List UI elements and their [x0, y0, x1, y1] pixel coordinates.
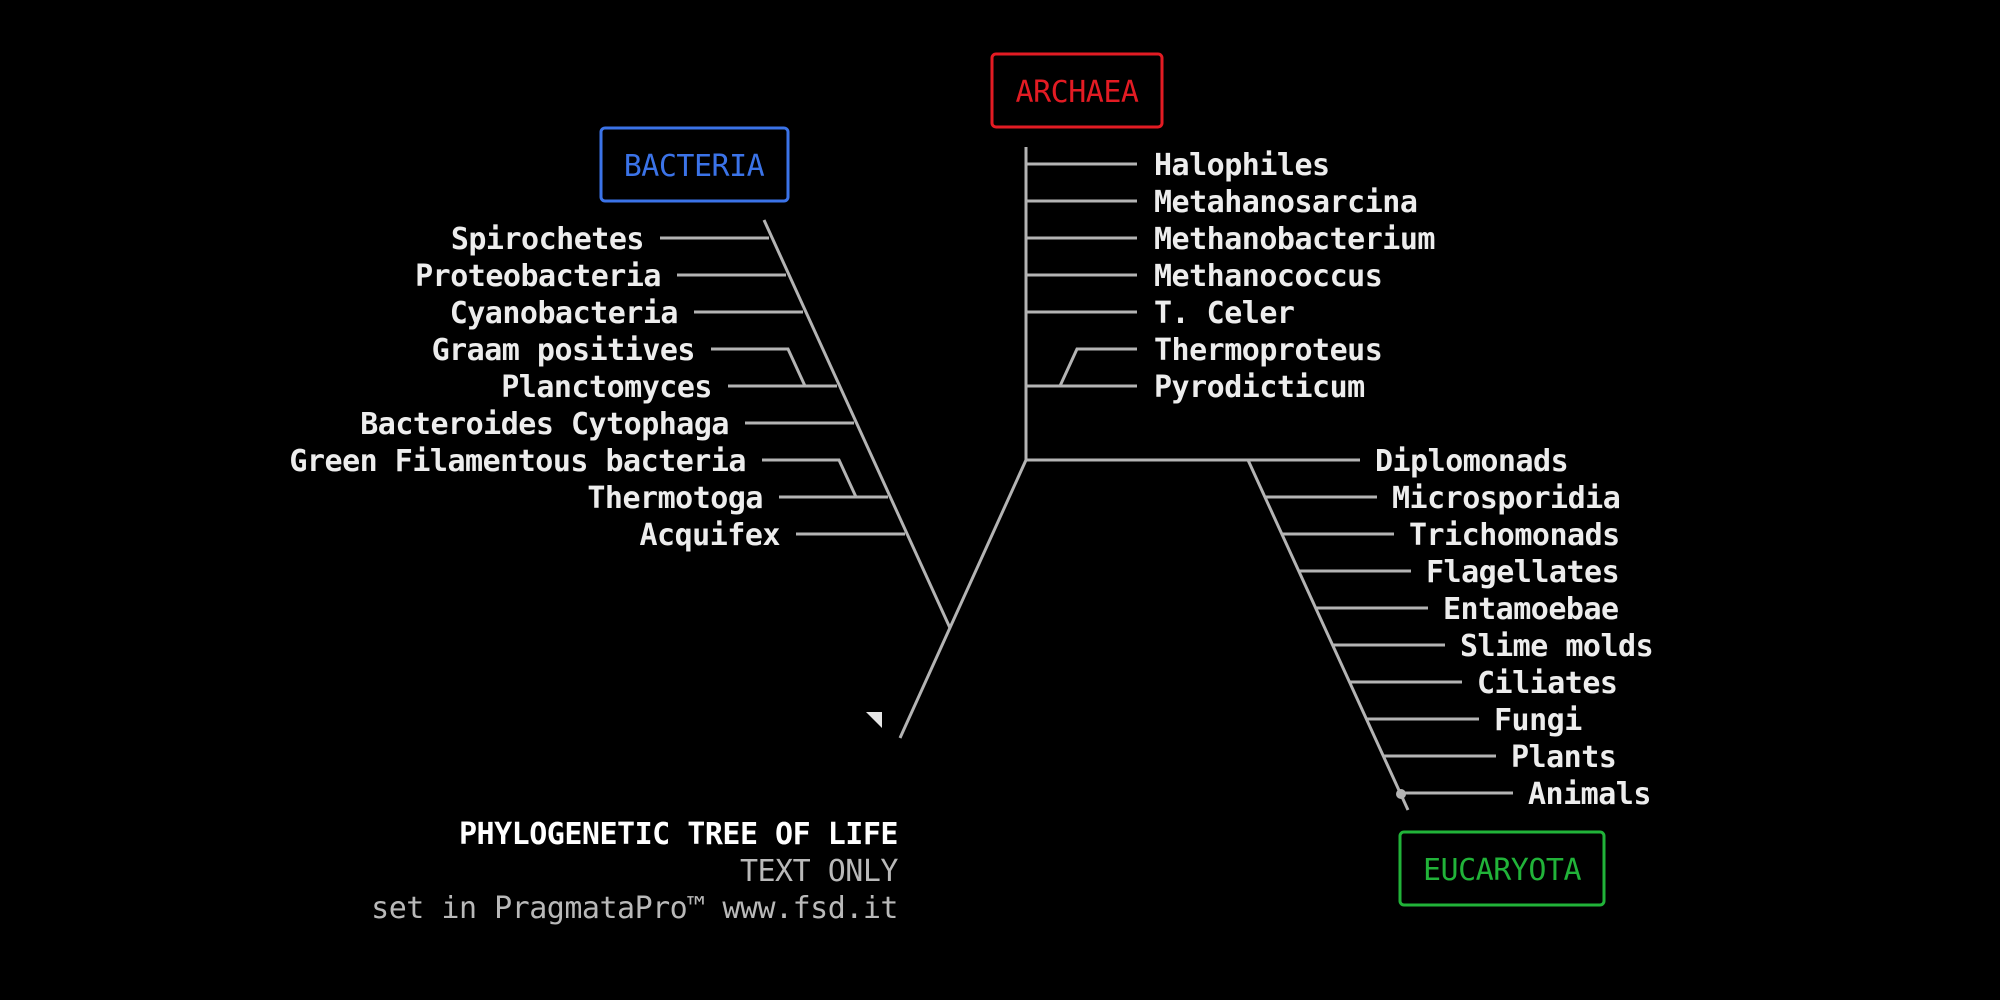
trunk-branches [762, 147, 1410, 811]
caption: PHYLOGENETIC TREE OF LIFE TEXT ONLY set … [371, 817, 899, 926]
archaea-box [990, 52, 1164, 129]
eucaryota-leaf: Flagellates [1426, 555, 1619, 590]
bacteria-label: BACTERIA [624, 149, 765, 184]
bacteria-box [599, 126, 790, 203]
bacteria-branch-pair [711, 347, 807, 387]
archaea-clade: Halophiles Metahanosarcina Methanobacter… [1026, 148, 1435, 405]
eucaryota-trunk [1246, 459, 1410, 811]
caption-title: PHYLOGENETIC TREE OF LIFE [459, 817, 898, 852]
archaea-leaf: Methanococcus [1154, 259, 1382, 294]
eucaryota-leaf: Fungi [1494, 703, 1582, 738]
root-branch [898, 459, 1028, 739]
eucaryota-leaf: Plants [1511, 740, 1616, 775]
eucaryota-leaf: Microsporidia [1392, 481, 1620, 516]
bacteria-leaf: Bacteroides Cytophaga [360, 407, 729, 442]
domain-bacteria: BACTERIA [599, 126, 790, 203]
eucaryota-clade: Diplomonads Microsporidia Trichomonads F… [1265, 444, 1654, 812]
eucaryota-leaf: Trichomonads [1409, 518, 1620, 553]
bacteria-leaf: Green Filamentous bacteria [289, 444, 746, 479]
root-marker [866, 712, 882, 728]
archaea-branch-pair [1058, 347, 1137, 387]
caption-subtitle: TEXT ONLY [740, 854, 898, 889]
bacteria-leaf: Graam positives [432, 333, 695, 368]
bacteria-clade: Spirochetes Proteobacteria Cyanobacteria… [289, 222, 905, 553]
archaea-leaf: Pyrodicticum [1154, 370, 1365, 405]
bacteria-leaf: Cyanobacteria [450, 296, 678, 331]
archaea-leaf: Thermoproteus [1154, 333, 1382, 368]
eucaryota-leaf: Diplomonads [1375, 444, 1568, 479]
eucaryota-leaf: Entamoebae [1443, 592, 1619, 627]
bacteria-leaf: Spirochetes [451, 222, 644, 257]
eucaryota-label: EUCARYOTA [1423, 853, 1581, 888]
bacteria-leaf: Thermotoga [587, 481, 763, 516]
bacteria-trunk [762, 219, 952, 629]
domain-archaea: ARCHAEA [990, 52, 1164, 129]
archaea-label: ARCHAEA [1016, 75, 1139, 110]
archaea-leaf: Methanobacterium [1154, 222, 1435, 257]
bacteria-leaf: Planctomyces [501, 370, 712, 405]
eucaryota-leaf: Slime molds [1460, 629, 1653, 664]
archaea-leaf: T. Celer [1154, 296, 1295, 331]
bacteria-leaf: Acquifex [640, 518, 781, 553]
bacteria-branch-pair [762, 458, 858, 498]
caption-credit: set in PragmataPro™ www.fsd.it [371, 891, 898, 926]
archaea-leaf: Metahanosarcina [1154, 185, 1417, 220]
eucaryota-leaf: Ciliates [1477, 666, 1618, 701]
eucaryota-box [1398, 830, 1606, 907]
archaea-leaf: Halophiles [1154, 148, 1330, 183]
eucaryota-leaf: Animals [1528, 777, 1651, 812]
domain-eucaryota: EUCARYOTA [1398, 830, 1606, 907]
bacteria-leaf: Proteobacteria [415, 259, 661, 294]
